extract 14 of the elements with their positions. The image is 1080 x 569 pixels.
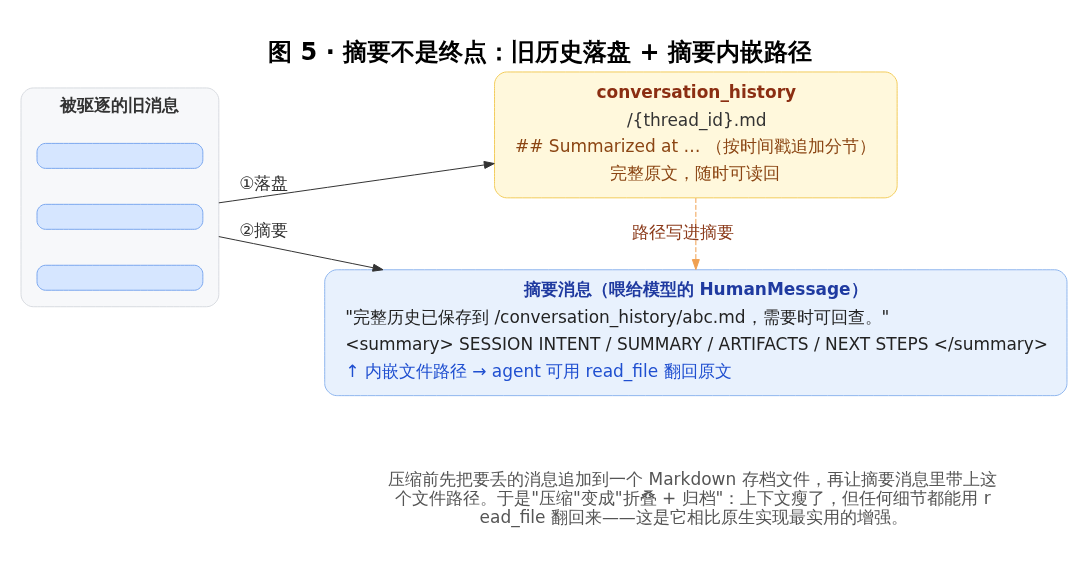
arrow [691,197,700,270]
edge-label: ②摘要 [239,219,289,240]
node-box: 摘要消息（喂给模型的 HumanMessage） "完整历史已保存到 /conversation_history/abc.md，需要时可回查。" <summary> SESSION INTENT / SUMMARY / ARTIFACTS / NEXT STEPS </summary> ↑ 内嵌文件路径 → agent 可用 read_file 翻回原文 [324,268,1068,396]
edge-label: 路径写进摘要 [632,221,735,242]
cluster: 被驱逐的旧消息 [20,86,220,307]
node-box [36,142,204,169]
diagram-title: 图 5 · 摘要不是终点：旧历史落盘 + 摘要内嵌路径 [268,37,812,66]
caption: 压缩前先把要丢的消息追加到一个 Markdown 存档文件，再让摘要消息里带上这个文件路径。于是"压缩"变成"折叠 + 归档"：上下文瘦了，但任何细节都能用 read_file 翻回来——这是它相比原生实现最实用的增强。 [388,468,997,527]
node-box [36,203,204,230]
node-box [36,264,204,291]
node-box: conversation_history /{thread_id}.md ## Summarized at … （按时间戳追加分节） 完整原文，随时可读回 [494,70,898,198]
edge-label: ①落盘 [239,172,289,193]
arrow [218,235,384,272]
arrow [218,160,495,203]
